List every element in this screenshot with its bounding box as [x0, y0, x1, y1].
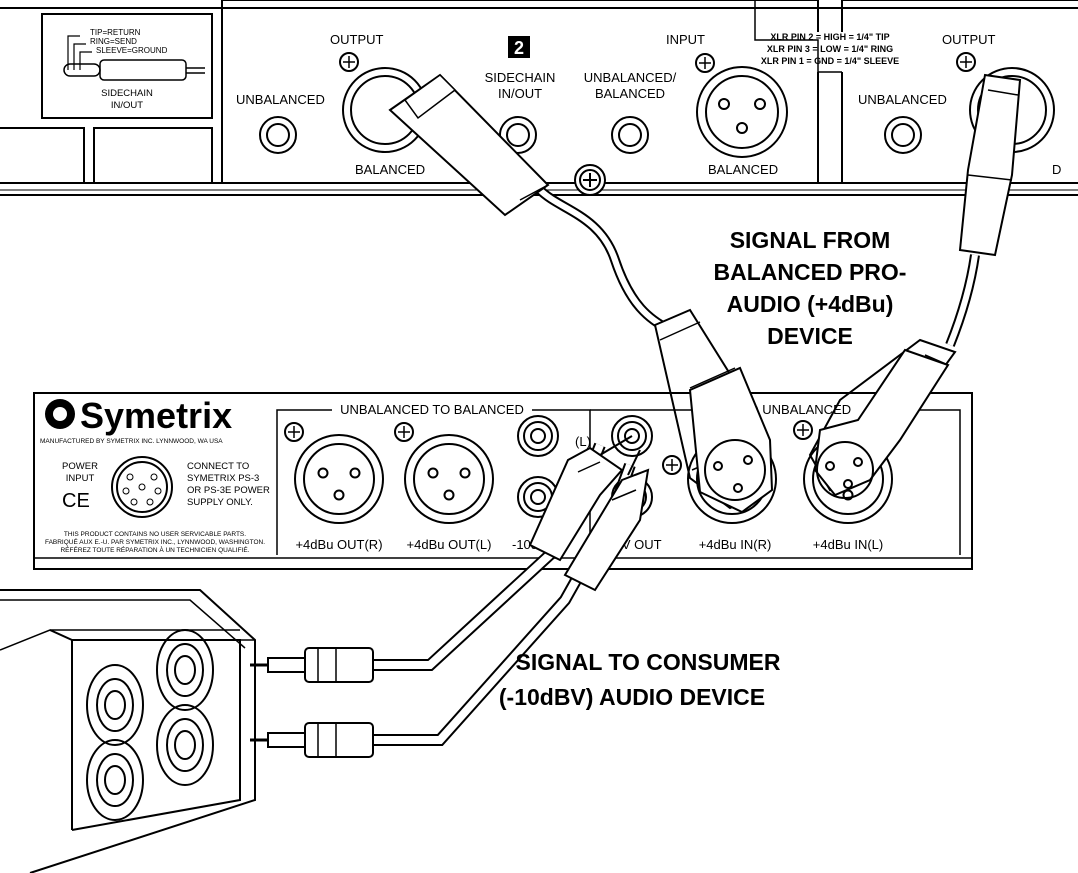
top-rack-device: TIP=RETURN RING=SEND SLEEVE=GROUND SIDEC…: [0, 0, 1078, 196]
label-out-l: +4dBu OUT(L): [407, 537, 492, 552]
label-in-r: +4dBu IN(R): [699, 537, 772, 552]
xlr-out-l: [404, 434, 494, 524]
signal-from-line-2: BALANCED PRO-: [714, 259, 907, 285]
xlr-note-2: XLR PIN 3 = LOW = 1/4" RING: [767, 44, 893, 54]
manufactured-by: MANUFACTURED BY SYMETRIX INC. LYNNWOOD, …: [40, 438, 223, 445]
sidechain-label-2: IN/OUT: [498, 86, 542, 101]
power-din-connector: [111, 456, 173, 518]
connect-text-2: SYMETRIX PS-3: [187, 473, 259, 484]
signal-from-line-4: DEVICE: [767, 323, 853, 349]
legend-title-2: IN/OUT: [111, 100, 143, 111]
unbalanced-output-jack-right: [884, 116, 922, 154]
section-to-unbal: TO UNBALANCED: [741, 402, 851, 417]
signal-to-callout: SIGNAL TO CONSUMER (-10dBV) AUDIO DEVICE: [499, 649, 781, 710]
plus-icon: [662, 455, 682, 475]
xlr-out-r: [294, 434, 384, 524]
connect-text-3: OR PS-3E POWER: [187, 485, 270, 496]
signal-from-callout: SIGNAL FROM BALANCED PRO- AUDIO (+4dBu) …: [714, 227, 907, 349]
xlr-note-box: [755, 32, 910, 72]
unbal-bal-label-2: BALANCED: [595, 86, 665, 101]
ce-mark: CE: [62, 490, 90, 512]
label-in-l: +4dBu IN(L): [813, 537, 883, 552]
consumer-rca-jack: [86, 664, 144, 746]
signal-to-line-2: (-10dBV) AUDIO DEVICE: [499, 684, 765, 710]
xlr-plug-tips: [688, 348, 950, 514]
plus-icon: [394, 422, 414, 442]
unbalanced-balanced-input-jack: [611, 116, 649, 154]
xlr-note-1: XLR PIN 2 = HIGH = 1/4" TIP: [770, 32, 889, 42]
plus-icon: [695, 53, 715, 73]
plus-icon: [956, 52, 976, 72]
rca-cables: [250, 435, 650, 758]
power-input-2: INPUT: [66, 473, 95, 484]
disclaimer-1: THIS PRODUCT CONTAINS NO USER SERVICABLE…: [64, 531, 246, 538]
signal-to-line-1: SIGNAL TO CONSUMER: [516, 649, 781, 675]
unbal-bal-label-1: UNBALANCED/: [584, 70, 677, 85]
consumer-rca-jack: [156, 629, 214, 711]
input-label: INPUT: [666, 32, 705, 47]
plus-icon: [284, 422, 304, 442]
balanced-output-label: BALANCED: [355, 162, 425, 177]
disclaimer-3: RÉFÉREZ TOUTE RÉPARATION À UN TECHNICIEN…: [60, 545, 249, 554]
channel-badge-number: 2: [514, 38, 524, 58]
rca-out-r: [611, 415, 653, 457]
consumer-audio-device: [0, 589, 256, 873]
unbalanced-label-right: UNBALANCED: [858, 92, 947, 107]
section-unbal-to-bal: UNBALANCED TO BALANCED: [340, 402, 524, 417]
sidechain-legend-box: [41, 13, 213, 119]
plus-icon: [339, 52, 359, 72]
connect-text-1: CONNECT TO: [187, 461, 249, 472]
symetrix-panel: [33, 392, 973, 570]
legend-tip: TIP=RETURN: [90, 28, 141, 37]
legend-ring: RING=SEND: [90, 37, 137, 46]
balanced-input-label: BALANCED: [708, 162, 778, 177]
channel-badge: [508, 36, 530, 58]
unbalanced-label: UNBALANCED: [236, 92, 325, 107]
label-out-r: +4dBu OUT(R): [295, 537, 382, 552]
trs-plug-icon: [67, 35, 92, 70]
consumer-rca-jack: [86, 739, 144, 821]
output-label-right: OUTPUT: [942, 32, 996, 47]
plus-icon: [793, 420, 813, 440]
connect-text-4: SUPPLY ONLY.: [187, 497, 253, 508]
output-label: OUTPUT: [330, 32, 384, 47]
legend-sleeve: SLEEVE=GROUND: [96, 46, 168, 55]
unbalanced-output-jack: [259, 116, 297, 154]
blank-panel: [93, 127, 213, 184]
signal-from-line-1: SIGNAL FROM: [730, 227, 891, 253]
balanced-label-right: D: [1052, 162, 1061, 177]
consumer-rca-jack: [156, 704, 214, 786]
sidechain-label-1: SIDECHAIN: [485, 70, 556, 85]
rca-channel-label: (L): [575, 434, 591, 449]
legend-title-1: SIDECHAIN: [101, 88, 153, 99]
xlr-input-connector: [696, 66, 788, 158]
brand-name: Symetrix: [80, 395, 232, 436]
disclaimer-2: FABRIQUÉ AUX E.-U. PAR SYMETRIX INC., LY…: [45, 537, 265, 546]
power-input-1: POWER: [62, 461, 98, 472]
rca-in-r: [517, 415, 559, 457]
xlr-note-3: XLR PIN 1 = GND = 1/4" SLEEVE: [761, 56, 899, 66]
signal-from-line-3: AUDIO (+4dBu): [727, 291, 894, 317]
